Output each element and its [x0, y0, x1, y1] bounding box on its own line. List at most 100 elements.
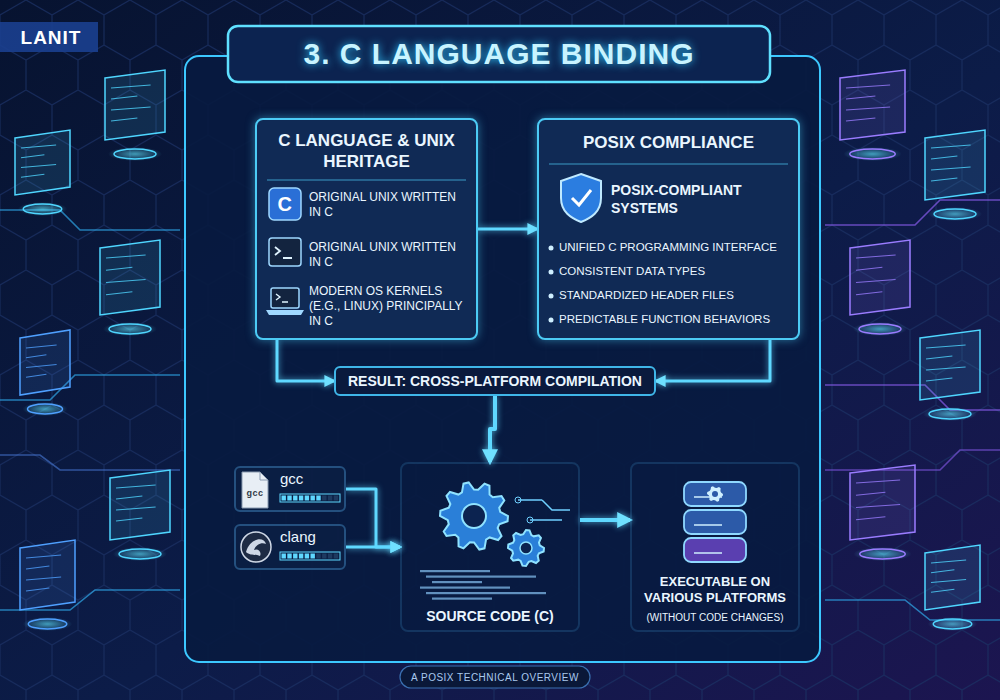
hologram-screen	[920, 330, 980, 421]
screen-line	[931, 560, 966, 563]
progress-bar	[280, 494, 340, 502]
glow-platform	[103, 322, 157, 336]
screen-line	[846, 107, 890, 110]
clang-icon	[241, 532, 271, 562]
glow-platform	[18, 202, 68, 216]
progress-segment	[293, 496, 297, 501]
laptop-prompt	[276, 294, 288, 302]
progress-segment	[299, 554, 303, 559]
screen-line	[26, 566, 49, 569]
screen-line	[926, 356, 952, 359]
screen-line	[26, 577, 61, 580]
screen-line	[111, 96, 137, 99]
platform	[933, 619, 972, 629]
node-text: gcc	[280, 470, 342, 489]
glow-platform	[113, 547, 167, 561]
node-heading: EXECUTABLE ON VARIOUS PLATFORMS	[632, 574, 798, 607]
hologram-screen	[850, 240, 910, 336]
node-text: MODERN OS KERNELS (E.G., LINUX) PRINCIPA…	[309, 284, 469, 329]
screen-line	[106, 267, 132, 270]
screen-line	[116, 485, 156, 488]
heritage-panel: C LANGUAGE & UNIX HERITAGE ORIGINAL UNIX …	[255, 118, 478, 340]
node-text: ORIGINAL UNIX WRITTEN IN C	[309, 190, 469, 220]
screen-line	[26, 555, 61, 558]
flow-arrow	[346, 546, 400, 549]
terminal-icon	[269, 238, 301, 266]
progress-segment	[299, 496, 303, 501]
screen-frame	[840, 70, 905, 140]
divider	[549, 163, 788, 164]
progress-segment	[282, 496, 286, 501]
bullet	[549, 246, 554, 251]
screen-line	[856, 267, 882, 270]
platform	[119, 549, 161, 559]
progress-segment	[305, 496, 309, 501]
glow-platform	[853, 322, 907, 336]
progress-bar	[280, 552, 340, 560]
laptop-screen	[271, 288, 299, 308]
gear-hub	[520, 542, 532, 554]
screen-line	[856, 517, 885, 520]
screen-line	[106, 280, 146, 283]
node-text: clang	[280, 528, 342, 547]
large-gear	[440, 482, 508, 549]
screen-line	[846, 85, 890, 88]
flow-arrow	[580, 518, 630, 522]
title-box	[228, 26, 770, 82]
compiler-box: clang	[234, 524, 346, 570]
screen-line	[846, 118, 875, 121]
screen-line	[111, 107, 151, 110]
compiler-box: gcc	[234, 466, 346, 512]
code-line	[432, 598, 492, 600]
screen-line	[111, 118, 137, 121]
progress-segment	[282, 554, 286, 559]
progress-segment	[287, 496, 291, 501]
terminal-prompt	[275, 247, 292, 258]
hologram-screen	[20, 330, 70, 416]
screen-frame	[20, 540, 75, 610]
screen-line	[931, 570, 954, 573]
flow-arrow	[478, 228, 537, 231]
glow-platform	[853, 547, 912, 561]
screen-line	[26, 345, 57, 348]
server-layer	[684, 538, 746, 562]
hologram-screen	[840, 70, 905, 161]
screen-line	[106, 255, 146, 258]
progress-segment	[322, 496, 326, 501]
hologram-screen	[925, 545, 980, 631]
outer-panel	[185, 56, 820, 662]
screen-line	[931, 589, 954, 592]
screen-line	[26, 588, 49, 591]
node-text: SOURCE CODE (C)	[402, 608, 578, 626]
file-icon	[242, 472, 268, 508]
code-line	[420, 587, 510, 589]
progress-segment	[305, 554, 309, 559]
node-text: UNIFIED C PROGRAMMING INTERFACE	[559, 240, 795, 254]
screen-line	[856, 480, 900, 483]
progress-segment	[293, 554, 297, 559]
screen-line	[926, 367, 966, 370]
screen-frame	[925, 545, 980, 610]
code-line	[432, 581, 482, 583]
shield-icon	[561, 174, 601, 222]
small-gear	[508, 530, 544, 566]
progress-segment	[328, 496, 332, 501]
glow-platform	[23, 617, 73, 631]
laptop-base	[266, 310, 304, 315]
circuit-trace	[0, 455, 180, 470]
bullet	[549, 294, 554, 299]
platform	[23, 204, 62, 214]
progress-segment	[316, 496, 320, 501]
logo-plate	[0, 22, 98, 52]
server-layer	[684, 482, 746, 506]
glow-platform	[928, 617, 978, 631]
dragon-mark	[246, 539, 266, 556]
node-heading: C LANGUAGE & UNIX HERITAGE	[265, 130, 468, 173]
node-text: PREDICTABLE FUNCTION BEHAVIORS	[559, 312, 795, 326]
code-line	[426, 576, 536, 578]
screen-line	[116, 496, 142, 499]
screen-line	[931, 145, 971, 148]
screen-line	[926, 378, 952, 381]
